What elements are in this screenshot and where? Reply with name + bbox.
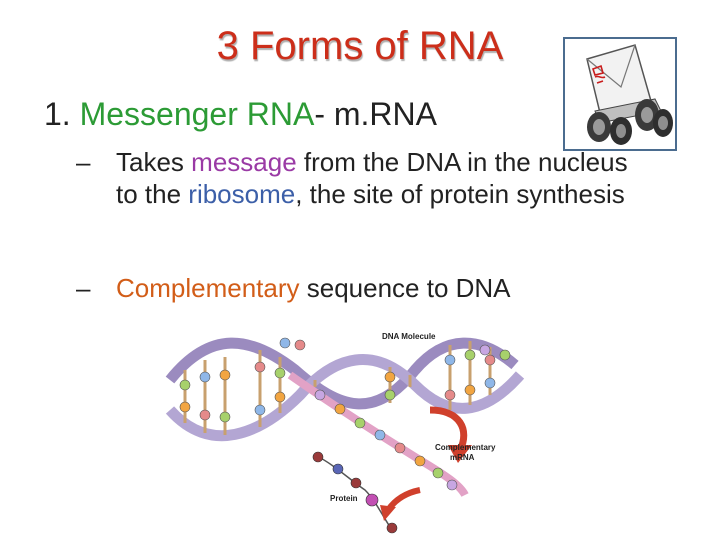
- highlight-ribosome: ribosome: [188, 179, 296, 209]
- bullet-dash: –: [76, 147, 91, 177]
- protein-chain: [314, 454, 393, 531]
- bullet-dash: –: [76, 273, 91, 303]
- dna-strand-b: [165, 354, 525, 442]
- highlight-message: message: [191, 147, 297, 177]
- item-number: 1.: [44, 96, 71, 132]
- text-part: , the site of protein synthesis: [295, 179, 625, 209]
- bullet-text: Complementary sequence to DNA: [116, 272, 656, 304]
- arrow-to-mrna: [429, 406, 468, 452]
- highlight-complementary: Complementary: [116, 273, 300, 303]
- text-part: sequence to DNA: [299, 273, 511, 303]
- slide-title: 3 Forms of RNA: [216, 24, 504, 68]
- label-dna-molecule: DNA Molecule: [382, 332, 436, 341]
- bullet-text: Takes message from the DNA in the nucleu…: [116, 146, 656, 210]
- label-protein: Protein: [330, 494, 358, 503]
- dna-strand-a: [165, 337, 519, 410]
- list-item-messenger-rna: 1. Messenger RNA- m.RNA: [44, 96, 437, 133]
- text-part: from the DNA in the nucleus to the: [116, 147, 628, 209]
- text-part: Takes: [116, 147, 192, 177]
- label-complementary: Complementary: [435, 443, 496, 452]
- label-mrna: mRNA: [450, 453, 475, 462]
- term-messenger-rna: Messenger RNA: [79, 96, 315, 132]
- dna-mrna-diagram: DNA Molecule Complementary mRNA Protein: [160, 315, 540, 540]
- term-abbrev: - m.RNA: [314, 96, 437, 132]
- envelope-on-wheels-icon: [563, 37, 677, 151]
